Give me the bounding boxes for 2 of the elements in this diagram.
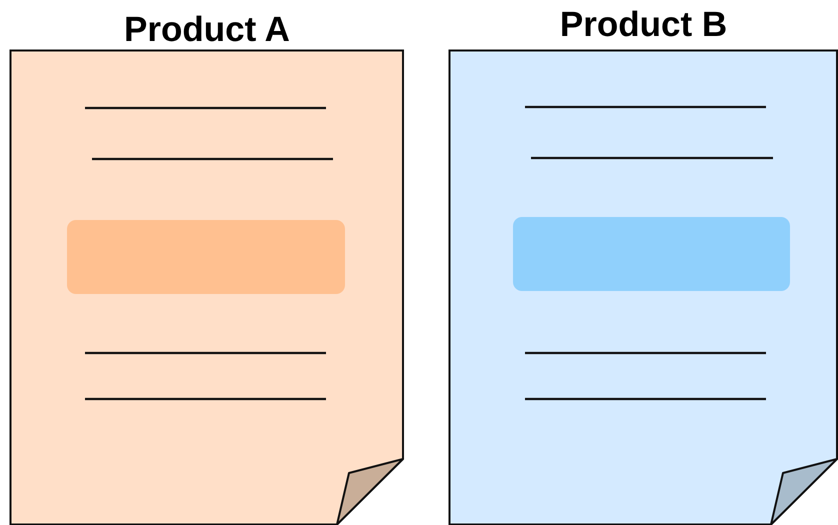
- document-title: Product A: [124, 10, 290, 50]
- document-title: Product B: [560, 5, 728, 45]
